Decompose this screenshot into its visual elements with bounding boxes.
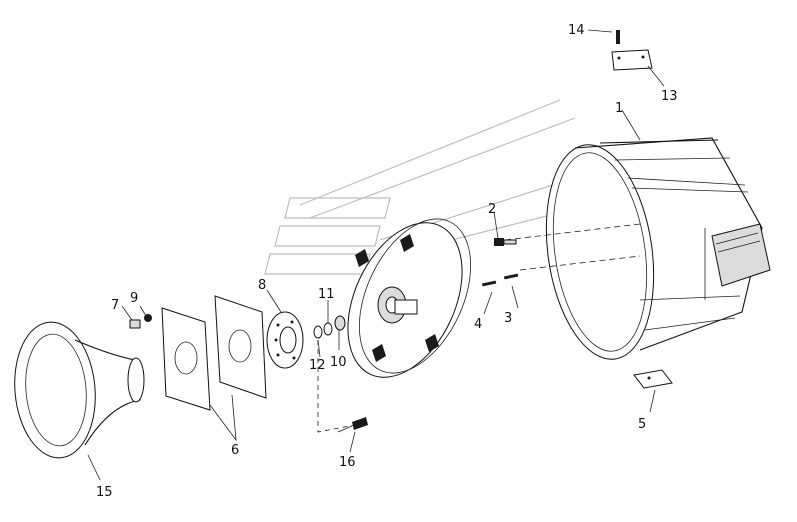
- callout-3: 3: [504, 311, 512, 326]
- part-14-screw: [616, 30, 620, 44]
- callout-9: 9: [130, 291, 138, 306]
- callout-5: 5: [638, 417, 646, 432]
- callout-7: 7: [111, 298, 119, 313]
- part-5-bracket: [633, 369, 673, 389]
- part-12-washer: [313, 325, 323, 339]
- assembly-axis-lines: [317, 223, 641, 433]
- part-6-plate-a: [161, 307, 211, 411]
- callout-4: 4: [474, 317, 482, 332]
- leader-lines: [87, 29, 665, 481]
- part-15-bell-housing: [14, 321, 145, 459]
- part-13-plate: [611, 49, 653, 71]
- part-10-nut: [334, 315, 346, 331]
- callout-2: 2: [488, 202, 496, 217]
- callout-12: 12: [309, 358, 326, 373]
- part-16-bolt: [337, 417, 368, 433]
- callout-6: 6: [231, 443, 239, 458]
- part-11-washer: [323, 322, 333, 336]
- part-7-bolt: [129, 319, 141, 329]
- callout-labels: 1 2 3 4 5 6 7 9 8 11 12 10 13 14 15 16: [96, 23, 678, 500]
- callout-16: 16: [339, 455, 356, 470]
- part-2-bolt: [494, 238, 517, 246]
- callout-14: 14: [568, 23, 585, 38]
- callout-11: 11: [318, 287, 335, 302]
- part-8-ring-washer: [266, 311, 304, 369]
- part-4-pin: [481, 280, 497, 287]
- flywheel-disc: [347, 218, 472, 378]
- callout-15: 15: [96, 485, 113, 500]
- part-3-pin: [503, 273, 519, 280]
- callout-8: 8: [258, 278, 266, 293]
- callout-1: 1: [615, 101, 623, 116]
- part-1-cylinder-housing: [545, 137, 771, 360]
- part-6-plate-b: [214, 295, 267, 399]
- callout-10: 10: [330, 355, 347, 370]
- callout-13: 13: [661, 89, 678, 104]
